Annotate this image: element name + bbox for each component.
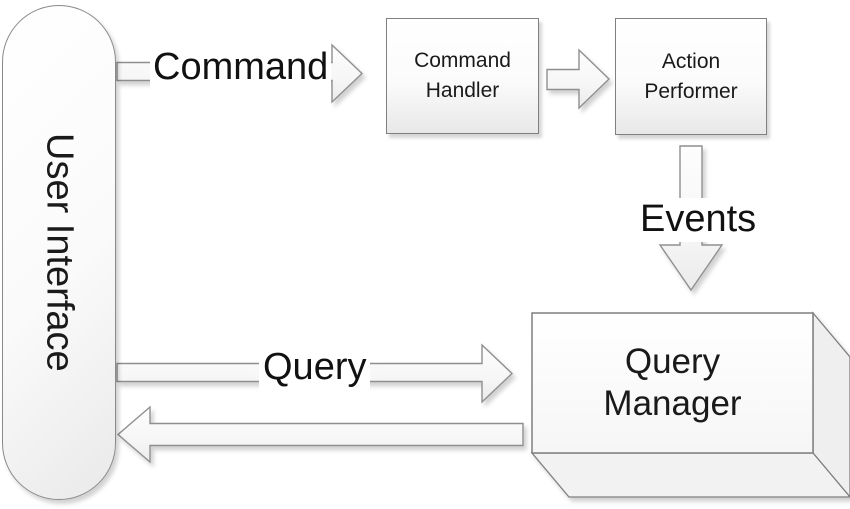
query-manager-front-face (531, 312, 814, 454)
user-interface-label: User Interface (38, 133, 81, 372)
query-return-arrow (116, 405, 524, 464)
command-handler-label: Command Handler (414, 49, 511, 102)
query-manager-label: Query Manager (603, 342, 742, 423)
handler-to-performer-arrow (546, 48, 611, 110)
command-edge-label: Command (150, 46, 332, 90)
query-manager-bottom-face (530, 452, 850, 498)
events-edge-label: Events (630, 198, 767, 242)
command-handler-node: Command Handler (386, 18, 539, 134)
user-interface-node: User Interface (2, 5, 116, 500)
query-edge-label: Query (259, 346, 371, 390)
action-performer-node: Action Performer (615, 18, 767, 135)
action-performer-label: Action Performer (644, 49, 738, 103)
query-manager-node (530, 311, 850, 499)
